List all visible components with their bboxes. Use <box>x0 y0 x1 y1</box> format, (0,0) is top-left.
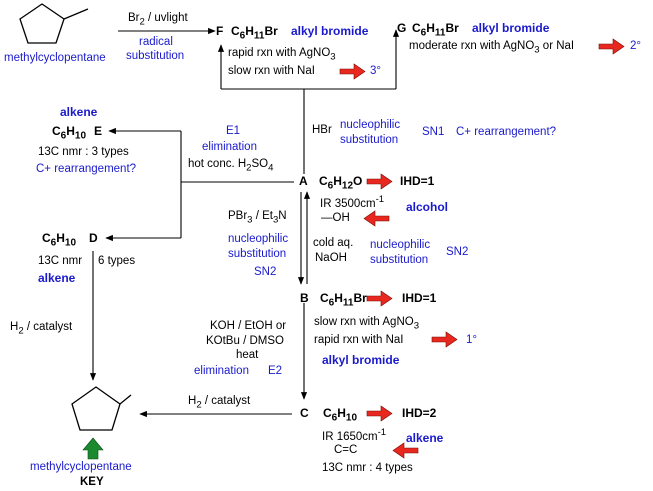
methylcyclopentane-product-structure <box>71 386 132 431</box>
pbr3-mech-2: substitution <box>228 248 287 260</box>
compound-F-class: alkyl bromide <box>291 24 369 38</box>
key-label: KEY <box>80 476 104 488</box>
naoh-mech-1: nucleophilic <box>370 239 431 251</box>
elim-reagent-2: KOtBu / DMSO <box>206 335 284 347</box>
elim-reagent-1: KOH / EtOH or <box>210 320 287 332</box>
red-arrow-A-ihd <box>366 173 393 190</box>
e1-reagent: hot conc. H2SO4 <box>188 158 274 174</box>
green-key-arrow <box>82 437 104 460</box>
hbr-mech-1: nucleophilic <box>340 119 401 131</box>
hbr-mech-2: substitution <box>340 134 399 146</box>
compound-C-formula: C6H10 <box>323 406 358 424</box>
compound-D-letter: D <box>89 231 98 245</box>
compound-F-letter: F <box>216 24 224 38</box>
compound-A-letter: A <box>299 174 308 188</box>
compound-B-formula: C6H11Br <box>320 291 367 309</box>
red-arrow-F-degree <box>339 63 366 80</box>
red-arrow-B-ihd <box>366 290 393 307</box>
compound-A-formula: C6H12O <box>319 174 363 192</box>
pbr3-sn: SN2 <box>254 266 277 278</box>
compound-F-degree: 3° <box>370 65 381 77</box>
compound-B-degree: 1° <box>466 334 477 346</box>
naoh-reagent-1: cold aq. <box>313 237 354 249</box>
methylcyclopentane-start-structure <box>19 3 89 44</box>
red-arrows <box>339 38 625 459</box>
e1-label: E1 <box>226 125 241 137</box>
red-arrow-C-ihd <box>366 405 393 422</box>
compound-A-class: alcohol <box>406 200 449 214</box>
compound-C-nmr: 13C nmr : 4 types <box>322 462 413 474</box>
compound-G-test: moderate rxn with AgNO3 or NaI <box>409 40 575 56</box>
compound-E-note: C+ rearrangement? <box>36 163 137 175</box>
compound-E-letter: E <box>94 124 103 138</box>
compound-B-test2: rapid rxn with NaI <box>314 334 404 346</box>
compound-B-ihd: IHD=1 <box>402 291 437 305</box>
compound-C-ir: IR 1650cm-1 <box>322 427 387 443</box>
compound-D-formula: C6H10 <box>42 231 77 249</box>
elim-e2: E2 <box>268 365 283 377</box>
compound-B-letter: B <box>300 291 309 305</box>
elim-type: elimination <box>194 365 249 377</box>
start-material-label: methylcyclopentane <box>4 52 106 64</box>
hbr-reagent: HBr <box>312 124 332 136</box>
compound-C-class: alkene <box>406 431 444 445</box>
red-arrow-G-degree <box>598 38 625 55</box>
compound-G-letter: G <box>397 21 407 35</box>
compound-G-formula: C6H11Br <box>412 21 459 39</box>
naoh-reagent-2: NaOH <box>315 252 347 264</box>
red-arrow-C-alkene <box>392 442 419 459</box>
compound-E-class: alkene <box>60 105 98 119</box>
pbr3-reagent: PBr3 / Et3N <box>228 210 287 226</box>
compound-F-formula: C6H11Br <box>231 24 278 42</box>
hbr-note: C+ rearrangement? <box>456 126 557 138</box>
elim-reagent-3: heat <box>236 349 259 361</box>
compound-A-ir: IR 3500cm-1 <box>320 194 385 210</box>
compound-B-class: alkyl bromide <box>322 353 400 367</box>
naoh-mech-2: substitution <box>370 254 429 266</box>
compound-C-ihd: IHD=2 <box>402 406 437 420</box>
compound-G-class: alkyl bromide <box>472 21 550 35</box>
naoh-sn: SN2 <box>446 246 469 258</box>
compound-D-nmr2: 6 types <box>98 255 136 267</box>
radical-reagent: Br2 / uvlight <box>128 12 188 28</box>
compound-F-test2: slow rxn with NaI <box>228 65 315 77</box>
compound-G-degree: 2° <box>630 40 641 52</box>
h2-left-reagent: H2 / catalyst <box>10 321 73 337</box>
compound-A-ihd: IHD=1 <box>400 174 435 188</box>
red-arrow-A-OH <box>363 210 390 227</box>
pbr3-mech-1: nucleophilic <box>228 233 289 245</box>
compound-C-letter: C <box>300 406 309 420</box>
radical-type-2: substitution <box>126 50 185 62</box>
compound-E-formula: C6H10 <box>52 124 87 142</box>
end-material-label: methylcyclopentane <box>30 461 132 473</box>
compound-D-class: alkene <box>38 271 76 285</box>
compound-B-test1: slow rxn with AgNO3 <box>314 316 420 332</box>
compound-C-group: C=C <box>334 444 358 456</box>
h2-top-reagent: H2 / catalyst <box>188 395 251 411</box>
radical-type-1: radical <box>139 36 173 48</box>
hbr-sn: SN1 <box>422 126 445 138</box>
compound-D-nmr1: 13C nmr <box>38 255 83 267</box>
compound-A-group: —OH <box>321 212 350 224</box>
compound-E-nmr: 13C nmr : 3 types <box>38 146 129 158</box>
compound-F-test1: rapid rxn with AgNO3 <box>228 47 336 63</box>
red-arrow-B-degree <box>431 331 458 348</box>
e1-type: elimination <box>202 141 257 153</box>
